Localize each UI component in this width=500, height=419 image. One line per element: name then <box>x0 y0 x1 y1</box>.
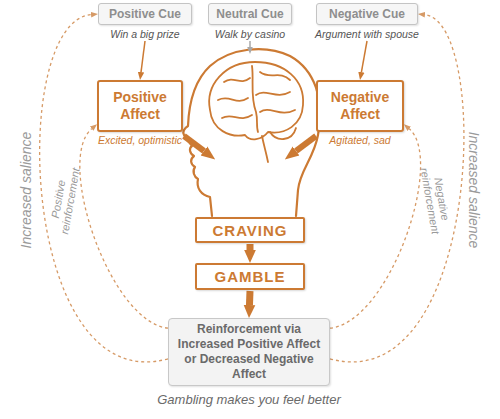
outcome-box: Reinforcement via Increased Positive Aff… <box>168 318 330 386</box>
edge-label: Increased salience <box>18 115 34 265</box>
feedback-arrow <box>330 129 421 328</box>
edge-label: Negative reinforcement <box>417 157 455 244</box>
node-text: Neutral Cue <box>216 7 283 21</box>
node-text: CRAVING <box>212 222 287 239</box>
edge-label: Positive reinforcement <box>45 157 83 244</box>
node-text: Positive Affect <box>99 89 181 123</box>
node-sublabel: Agitated, sad <box>329 134 390 146</box>
node-text: GAMBLE <box>215 268 286 285</box>
process-box: CRAVING <box>195 217 305 243</box>
process-box: GAMBLE <box>195 263 305 290</box>
node-sublabel: Excited, optimistic <box>98 134 182 146</box>
node-text: Negative Cue <box>329 7 405 21</box>
cue-box: Neutral CueWalk by casino <box>208 3 292 25</box>
brain-outline <box>209 62 303 139</box>
head-profile <box>183 49 320 216</box>
feedback-arrow <box>40 15 168 362</box>
flow-arrow <box>247 244 254 250</box>
node-sublabel: Gambling makes you feel better <box>157 392 341 407</box>
affect-box: Positive AffectExcited, optimistic <box>97 80 183 132</box>
brain-gyrus <box>218 98 248 101</box>
brain-sulcus <box>252 66 258 132</box>
brain-illustration <box>209 62 303 162</box>
node-text: Reinforcement via Increased Positive Aff… <box>177 322 321 382</box>
head-outline <box>183 49 320 216</box>
node-text: Positive Cue <box>109 7 181 21</box>
cue-box: Negative CueArgument with spouse <box>316 3 418 25</box>
neutral-cue-arrow <box>249 41 251 47</box>
affect-to-brain-arrow <box>184 136 204 151</box>
brain-stem <box>262 136 268 162</box>
cerebellum <box>270 128 296 139</box>
affect-box: Negative AffectAgitated, sad <box>316 80 404 132</box>
brain-gyrus <box>224 78 250 82</box>
brain-gyrus <box>222 115 252 118</box>
edge-label: Increased salience <box>466 115 482 265</box>
brain-gyrus <box>260 110 295 113</box>
flow-arrow <box>141 41 145 72</box>
flow-arrow <box>361 41 367 72</box>
brain-gyrus <box>256 92 290 95</box>
feedback-arrow <box>330 15 464 362</box>
cue-box: Positive CueWin a big prize <box>98 3 192 25</box>
feedback-arrow <box>80 129 168 328</box>
node-sublabel: Walk by casino <box>215 28 285 40</box>
node-sublabel: Win a big prize <box>110 28 179 40</box>
flow-arrow <box>246 291 254 305</box>
affect-to-brain-arrow <box>296 136 316 151</box>
brain-gyrus <box>260 72 290 80</box>
node-sublabel: Argument with spouse <box>315 28 419 40</box>
node-text: Negative Affect <box>318 89 402 123</box>
